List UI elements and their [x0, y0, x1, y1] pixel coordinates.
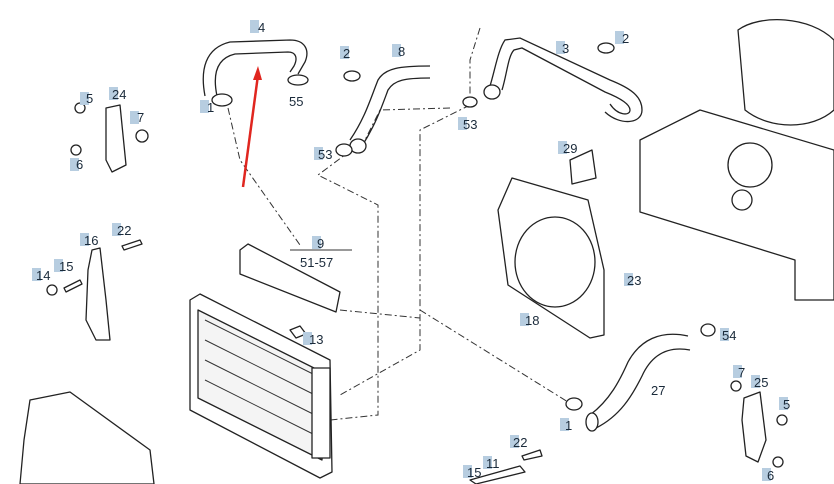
callout-29: 29 — [563, 141, 578, 156]
callout-27: 27 — [651, 383, 666, 398]
callout-16: 16 — [84, 233, 99, 248]
callout-53-b: 53 — [318, 147, 333, 162]
bracket-24 — [70, 102, 149, 173]
callout-23: 23 — [627, 273, 642, 288]
callout-24: 24 — [112, 87, 127, 102]
callout-53: 53 — [463, 117, 478, 132]
callout-5-b: 5 — [783, 397, 791, 412]
bracket-16 — [46, 239, 143, 341]
callout-18: 18 — [525, 313, 540, 328]
callout-8: 8 — [398, 44, 406, 59]
hose-27 — [565, 323, 716, 432]
callout-14: 14 — [36, 268, 51, 283]
callout-2-b: 2 — [622, 31, 630, 46]
callout-2: 2 — [343, 46, 351, 61]
callout-51-57: 51-57 — [300, 255, 334, 270]
bracket-25 — [730, 380, 788, 468]
callout-6-b: 6 — [767, 468, 775, 483]
callout-7: 7 — [137, 110, 145, 125]
red-arrow — [241, 66, 262, 188]
callout-55: 55 — [289, 94, 304, 109]
part-9 — [239, 243, 341, 313]
hose-3 — [462, 37, 643, 123]
fan-shroud-18 — [497, 149, 605, 339]
callout-13: 13 — [309, 332, 324, 347]
callout-22: 22 — [117, 223, 132, 238]
callout-15: 15 — [59, 259, 74, 274]
callout-7-b: 7 — [738, 365, 746, 380]
hose-8 — [335, 65, 431, 157]
callout-11: 11 — [486, 456, 500, 471]
callout-6: 6 — [76, 157, 84, 172]
callout-9: 9 — [317, 236, 325, 251]
callout-22-b: 22 — [513, 435, 528, 450]
callout-5: 5 — [86, 91, 94, 106]
callout-54: 54 — [722, 328, 737, 343]
callout-1-b: 1 — [565, 418, 573, 433]
callout-15-b: 15 — [467, 465, 482, 480]
callout-3: 3 — [562, 41, 570, 56]
radiator — [189, 293, 333, 479]
engine-frame — [639, 19, 834, 301]
hose-4 — [202, 39, 309, 107]
callout-4: 4 — [258, 20, 266, 35]
callout-25: 25 — [754, 375, 769, 390]
lower-shroud — [19, 391, 155, 484]
callout-1: 1 — [207, 100, 215, 115]
bottom-parts — [469, 449, 543, 484]
